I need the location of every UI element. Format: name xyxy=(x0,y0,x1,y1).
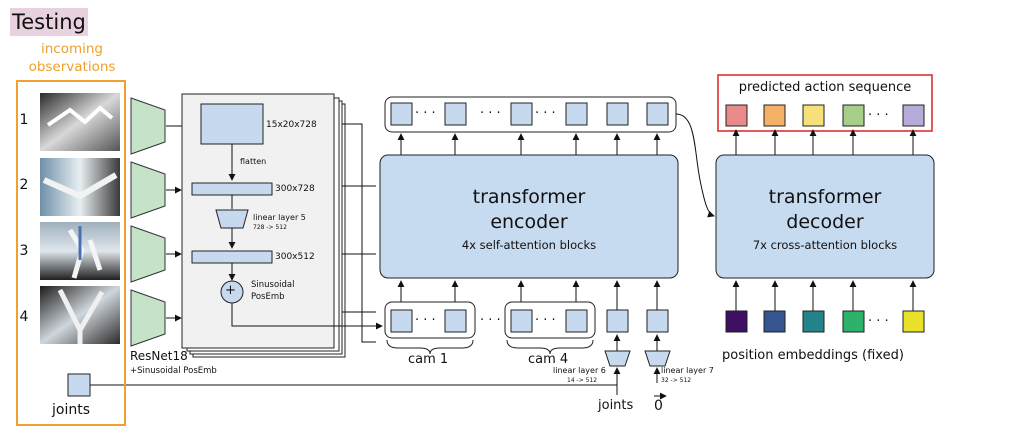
position-embedding-token xyxy=(802,310,825,333)
encoder-output-token xyxy=(565,102,588,126)
plus-symbol: + xyxy=(225,283,236,298)
observations-title-line2: observations xyxy=(28,59,116,75)
linear-layer-5 xyxy=(215,209,249,229)
observations-title: incoming observations xyxy=(20,40,124,76)
linear-layer-7 xyxy=(644,350,671,367)
posemb-line2: PosEmb xyxy=(251,292,285,302)
backbone-name: ResNet18 xyxy=(130,349,188,363)
encoder-title-line1: transformer xyxy=(472,186,586,208)
feature-map-dim: 15x20x728 xyxy=(266,120,317,130)
encoder-joints-label: joints xyxy=(598,398,634,413)
linear6-dims: 14 -> 512 xyxy=(567,377,598,384)
encoder-input-token xyxy=(510,309,533,333)
encoder-subtitle: 4x self-attention blocks xyxy=(461,238,597,252)
posemb-line1: Sinusoidal xyxy=(251,280,295,290)
ellipsis: · · · xyxy=(480,106,501,121)
frame-number-2: 2 xyxy=(19,177,29,193)
frame-number-3: 3 xyxy=(19,243,29,259)
predicted-action-title: predicted action sequence xyxy=(738,80,912,95)
cnn-backbone-2 xyxy=(130,161,166,219)
ellipsis: · · · xyxy=(535,313,556,328)
observations-joints-label: joints xyxy=(52,402,91,418)
cnn-backbone-3 xyxy=(130,225,166,283)
decoder-title-line1: transformer xyxy=(768,186,882,208)
action-token xyxy=(763,104,786,127)
encoder-output-token xyxy=(444,102,467,126)
position-embedding-token xyxy=(842,310,865,333)
position-embedding-token xyxy=(725,310,748,333)
zero-token xyxy=(646,309,669,333)
predicted-action-box xyxy=(717,74,933,132)
linear5-label: linear layer 5 xyxy=(253,213,306,222)
camera-frame-3 xyxy=(40,222,120,280)
cnn-backbone-1 xyxy=(130,97,166,155)
encoder-output-token xyxy=(646,102,669,126)
ellipsis: · · · xyxy=(415,106,436,121)
encoder-output-token xyxy=(390,102,413,126)
feature-map-block xyxy=(200,103,264,145)
frame-number-4: 4 xyxy=(19,309,29,325)
camera-frame-2 xyxy=(40,158,120,216)
frame-number-1: 1 xyxy=(19,112,29,128)
backbone-subtitle: +Sinusoidal PosEmb xyxy=(130,366,217,376)
camera-frame-4 xyxy=(40,286,120,344)
camera-frame-1 xyxy=(40,93,120,151)
encoder-output-token xyxy=(510,102,533,126)
projected-features-block xyxy=(191,250,273,264)
mode-label: Testing xyxy=(10,8,88,36)
linear6-label: linear layer 6 xyxy=(553,366,606,375)
action-token xyxy=(842,104,865,127)
position-embedding-token xyxy=(763,310,786,333)
encoder-output-token xyxy=(606,102,629,126)
transformer-encoder-block xyxy=(379,154,679,279)
encoder-title-line2: encoder xyxy=(490,211,568,233)
zero-vector-label: 0 xyxy=(654,398,663,414)
flat-dim-label: 300x728 xyxy=(275,184,315,194)
ellipsis: · · · xyxy=(415,313,436,328)
decoder-subtitle: 7x cross-attention blocks xyxy=(752,238,898,252)
proj-dim-label: 300x512 xyxy=(275,252,315,262)
action-token xyxy=(902,104,925,127)
flattened-features-block xyxy=(191,182,273,196)
position-embeddings-label: position embeddings (fixed) xyxy=(722,348,904,363)
linear5-dims: 728 -> 512 xyxy=(253,224,287,231)
cam1-label: cam 1 xyxy=(408,352,449,367)
action-token xyxy=(802,104,825,127)
ellipsis: · · · xyxy=(480,313,501,328)
decoder-title-line2: decoder xyxy=(786,211,864,233)
position-embedding-token xyxy=(902,310,925,333)
flatten-label: flatten xyxy=(240,157,267,166)
linear-layer-6 xyxy=(604,350,631,367)
observations-panel xyxy=(16,80,126,426)
encoder-input-token xyxy=(444,309,467,333)
action-token xyxy=(725,104,748,127)
linear7-label: linear layer 7 xyxy=(661,366,714,375)
observations-title-line1: incoming xyxy=(40,41,103,57)
ellipsis: · · · xyxy=(535,106,556,121)
cam4-label: cam 4 xyxy=(528,352,569,367)
encoder-input-token xyxy=(390,309,413,333)
ellipsis: · · · xyxy=(868,314,889,329)
encoder-input-token xyxy=(565,309,588,333)
joints-token xyxy=(606,309,629,333)
cnn-backbone-4 xyxy=(130,289,166,347)
ellipsis: · · · xyxy=(868,108,889,123)
transformer-decoder-block xyxy=(715,154,935,279)
linear7-dims: 32 -> 512 xyxy=(661,377,692,384)
